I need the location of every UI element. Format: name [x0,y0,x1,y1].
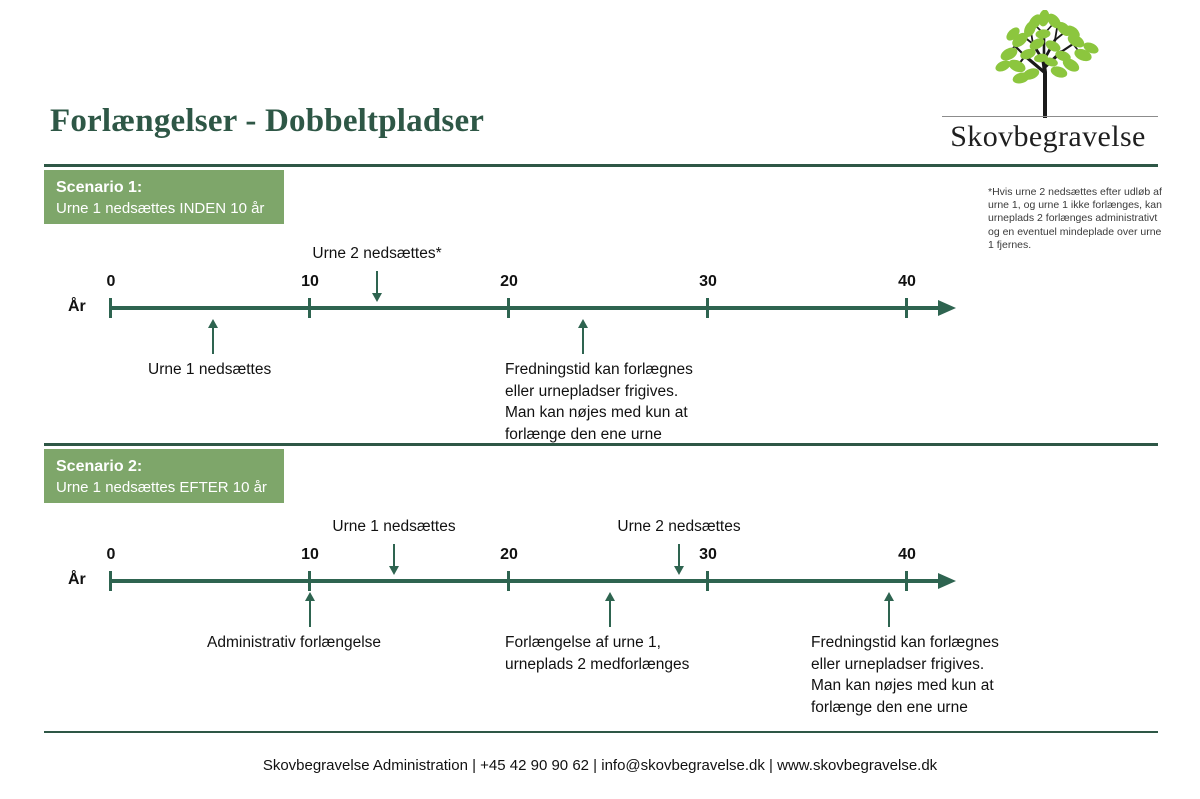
timeline-2-marker-fredningstid-label: Fredningstid kan forlægnes eller urnepla… [811,632,999,718]
timeline-2-tick-30 [706,571,709,591]
timeline-2-marker-urne2-label: Urne 2 nedsættes [617,518,741,535]
timeline-2-tick-label-20: 20 [500,546,518,563]
timeline-1-axis-label: År [68,298,86,315]
timeline-2-marker-admin-stem [309,601,311,627]
arrow-up-icon [578,319,588,328]
scenario-2-header: Scenario 2: Urne 1 nedsættes EFTER 10 år [44,449,284,503]
timeline-1-tick-label-10: 10 [301,273,319,290]
logo-wordmark: Skovbegravelse [950,120,1146,153]
scenario-2-subtitle: Urne 1 nedsættes EFTER 10 år [56,479,267,496]
fredningstid-line-3: Man kan nøjes med kun at [811,677,994,694]
forlaengelse-line-2: urneplads 2 medforlænges [505,655,690,673]
timeline-1-tick-label-30: 30 [699,273,717,290]
timeline-1-tick-label-0: 0 [106,273,116,290]
divider-middle [44,443,1158,446]
timeline-2-marker-urne1-stem [393,544,395,568]
logo-ground-line [942,116,1158,117]
timeline-1-tick-label-40: 40 [898,273,916,290]
timeline-1-axis-line [110,306,942,310]
timeline-2-tick-10 [308,571,311,591]
timeline-1-marker-urne2-label: Urne 2 nedsættes* [312,245,442,262]
timeline-1-tick-20 [507,298,510,318]
tree-icon [995,10,1099,118]
arrow-down-icon [674,566,684,575]
timeline-1-tick-10 [308,298,311,318]
timeline-scenario-1: År 0 10 20 30 40 Urne 2 nedsættes* Urne … [0,245,1200,443]
fredningstid-line-4: forlænge den ene urne [505,425,662,443]
timeline-1-marker-urne1-label: Urne 1 nedsættes [148,361,272,378]
forlaengelse-line-1: Forlængelse af urne 1, [505,634,661,651]
timeline-2-tick-0 [109,571,112,591]
divider-bottom [44,731,1158,733]
arrow-up-icon [605,592,615,601]
timeline-2-tick-40 [905,571,908,591]
timeline-1-tick-0 [109,298,112,318]
fredningstid-line-1: Fredningstid kan forlægnes [811,634,999,651]
arrow-up-icon [305,592,315,601]
timeline-2-axis-label: År [68,571,86,588]
timeline-1-marker-urne2-stem [376,271,378,295]
fredningstid-line-1: Fredningstid kan forlægnes [505,361,693,378]
timeline-1-marker-fredningstid-label: Fredningstid kan forlægnes eller urnepla… [505,359,693,445]
timeline-2-axis-arrow-icon [938,573,956,589]
scenario-1-header: Scenario 1: Urne 1 nedsættes INDEN 10 år [44,170,284,224]
timeline-1-axis-arrow-icon [938,300,956,316]
timeline-2-tick-label-30: 30 [699,546,717,563]
timeline-2-marker-forlaengelse-label: Forlængelse af urne 1, urneplads 2 medfo… [505,632,689,675]
page-title: Forlængelser - Dobbeltpladser [50,103,485,139]
fredningstid-line-3: Man kan nøjes med kun at [505,404,688,421]
timeline-2-tick-label-10: 10 [301,546,319,563]
fredningstid-line-4: forlænge den ene urne [811,698,968,716]
footer-contact: Skovbegravelse Administration | +45 42 9… [262,757,938,774]
timeline-2-marker-fredningstid-stem [888,601,890,627]
timeline-scenario-2: År 0 10 20 30 40 Urne 1 nedsættes Urne 2… [0,518,1200,716]
scenario-2-title: Scenario 2: [56,458,143,475]
arrow-down-icon [389,566,399,575]
logo: Skovbegravelse [934,8,1162,160]
timeline-1-marker-urne1-stem [212,328,214,354]
timeline-1-tick-40 [905,298,908,318]
fredningstid-line-2: eller urnepladser frigives. [811,655,985,673]
scenario-1-subtitle: Urne 1 nedsættes INDEN 10 år [56,200,265,217]
timeline-1-marker-fredningstid-stem [582,328,584,354]
arrow-up-icon [208,319,218,328]
divider-top [44,164,1158,167]
arrow-down-icon [372,293,382,302]
timeline-2-marker-urne1-label: Urne 1 nedsættes [332,518,456,535]
timeline-2-marker-urne2-stem [678,544,680,568]
timeline-2-marker-admin-label: Administrativ forlængelse [207,634,382,651]
timeline-2-tick-label-40: 40 [898,546,916,563]
timeline-1-tick-label-20: 20 [500,273,518,290]
footnote-text: *Hvis urne 2 nedsættes efter udløb af ur… [988,186,1162,251]
scenario-1-title: Scenario 1: [56,179,143,196]
timeline-2-tick-label-0: 0 [106,546,116,563]
timeline-2-marker-forlaengelse-stem [609,601,611,627]
arrow-up-icon [884,592,894,601]
timeline-2-tick-20 [507,571,510,591]
fredningstid-line-2: eller urnepladser frigives. [505,382,679,400]
timeline-1-tick-30 [706,298,709,318]
timeline-2-axis-line [110,579,942,583]
